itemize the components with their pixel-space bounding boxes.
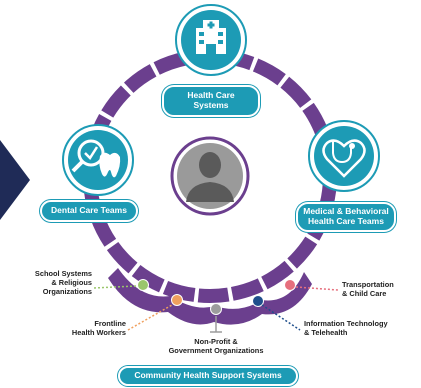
person-icon [186,152,234,202]
dental-care-teams-node [62,124,134,196]
leader-frontline [127,304,173,331]
leader-it [261,304,301,331]
left-arrow [0,140,30,220]
support-dot-nonprofit [210,303,222,315]
label-information-technology: Information Technology & Telehealth [304,319,388,337]
support-dot-transport [284,279,296,291]
tooth-magnifier-icon [71,139,121,178]
label-school-systems: School Systems & Religious Organizations [34,269,92,296]
center-person [170,136,250,216]
label-transportation: Transportation & Child Care [342,280,394,298]
health-care-systems-label: Health Care Systems [162,85,260,117]
support-dot-school [137,279,149,291]
leader-transport [295,286,339,291]
medical-behavioral-line-2: Health Care Teams [308,215,384,226]
support-dot-it [252,295,264,307]
dental-care-teams-label: Dental Care Teams [40,200,138,222]
label-non-profit: Non-Profit & Government Organizations [168,337,264,355]
medical-behavioral-line-1: Medical & Behavioral [303,206,389,216]
leader-nonprofit [210,316,222,333]
heart-stethoscope-icon [322,139,366,178]
support-dot-frontline [171,294,183,306]
label-frontline: Frontline Health Workers [71,319,126,337]
health-care-systems-node [175,4,247,76]
medical-behavioral-node [308,120,380,192]
medical-behavioral-label: Medical & Behavioral Health Care Teams [296,202,396,232]
community-support-title: Community Health Support Systems [118,366,298,386]
support-band [108,268,312,325]
leader-school [93,285,137,289]
